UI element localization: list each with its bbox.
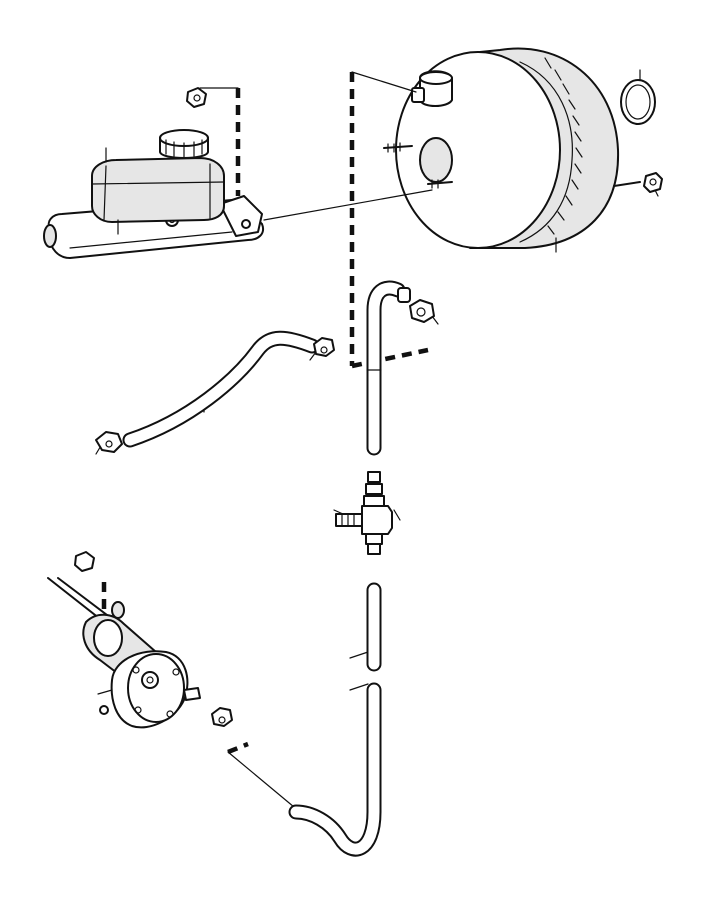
nut — [74, 551, 95, 572]
nut — [186, 87, 207, 108]
booster-mounting-studs — [383, 142, 641, 189]
booster-seal-ring — [620, 79, 656, 125]
reference-dashed-lines — [101, 72, 429, 755]
hose-clamp — [95, 431, 123, 453]
fluid-reservoir — [91, 129, 225, 223]
vacuum-tee-connector — [335, 471, 393, 555]
vacuum-pump — [47, 577, 201, 729]
hose-clamp — [313, 337, 335, 357]
nut — [643, 172, 663, 193]
vacuum-hose-upper — [366, 280, 406, 456]
vacuum-check-valve — [409, 299, 435, 323]
hose-clamp — [397, 287, 411, 303]
vacuum-hose-lower — [288, 582, 382, 857]
hose-clamp — [211, 707, 233, 727]
vacuum-hose-side — [122, 330, 320, 448]
brake-booster — [395, 47, 620, 249]
